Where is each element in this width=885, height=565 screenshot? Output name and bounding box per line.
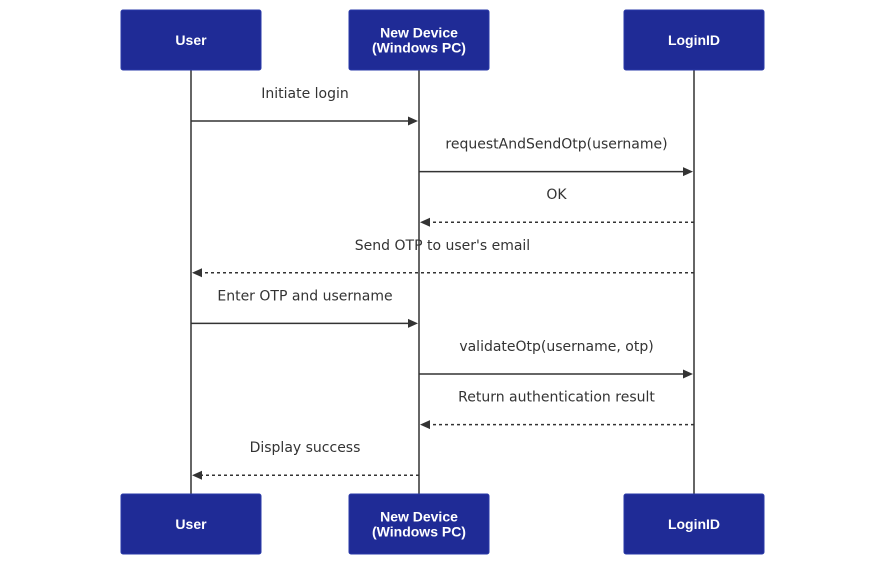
message-label: Send OTP to user's email [355, 238, 530, 254]
actor-label: LoginID [668, 32, 720, 48]
message-label: Return authentication result [458, 390, 655, 406]
message-label: Display success [250, 440, 361, 456]
message-3: OK [420, 187, 694, 227]
message-1: Initiate login [191, 86, 418, 126]
actor-box [623, 9, 765, 71]
message-5: Enter OTP and username [191, 288, 418, 328]
actor-label: (Windows PC) [372, 40, 466, 56]
message-6: validateOtp(username, otp) [419, 339, 693, 379]
arrowhead [683, 369, 693, 379]
actor-box [120, 9, 262, 71]
actor-device-bottom: New Device(Windows PC) [348, 493, 490, 555]
actor-user-top: User [120, 9, 262, 71]
message-2: requestAndSendOtp(username) [419, 137, 693, 177]
actor-label: (Windows PC) [372, 524, 466, 540]
actor-user-bottom: User [120, 493, 262, 555]
arrowhead [408, 116, 418, 126]
actor-device-top: New Device(Windows PC) [348, 9, 490, 71]
message-7: Return authentication result [420, 390, 694, 430]
actor-box [348, 493, 490, 555]
arrowhead [408, 318, 418, 328]
message-label: requestAndSendOtp(username) [445, 137, 667, 153]
actor-label: New Device [380, 25, 458, 41]
arrowhead [192, 268, 202, 278]
message-label: OK [546, 187, 567, 203]
actor-loginid-top: LoginID [623, 9, 765, 71]
arrowhead [420, 420, 430, 430]
actor-label: New Device [380, 509, 458, 525]
actor-label: LoginID [668, 516, 720, 532]
message-label: validateOtp(username, otp) [459, 339, 653, 355]
arrowhead [192, 470, 202, 480]
arrowhead [420, 217, 430, 227]
message-8: Display success [192, 440, 419, 480]
actor-label: User [175, 516, 207, 532]
message-label: Initiate login [261, 86, 349, 102]
arrowhead [683, 167, 693, 177]
message-4: Send OTP to user's email [192, 238, 694, 278]
actor-box [348, 9, 490, 71]
actor-loginid-bottom: LoginID [623, 493, 765, 555]
actor-box [623, 493, 765, 555]
actor-box [120, 493, 262, 555]
actor-label: User [175, 32, 207, 48]
message-label: Enter OTP and username [217, 288, 392, 304]
